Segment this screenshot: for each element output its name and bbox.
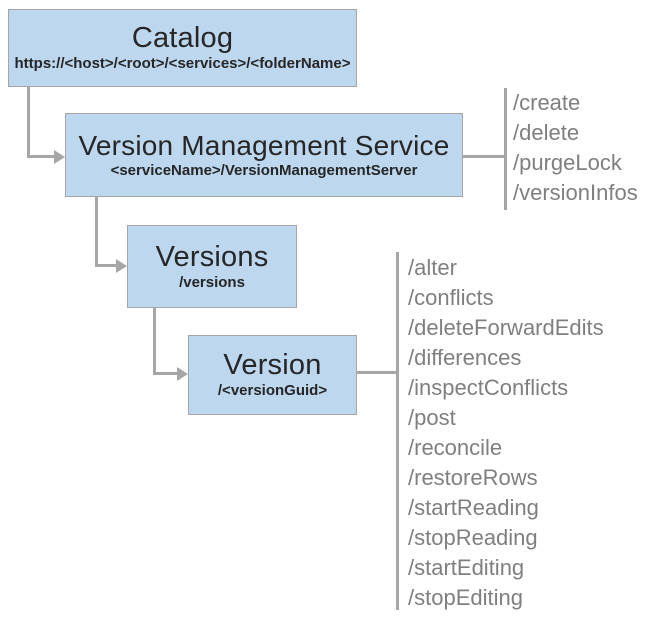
node-version-title: Version	[223, 349, 322, 382]
operation-item: /startEditing	[408, 555, 525, 580]
node-versions-url-pattern: /versions	[179, 273, 245, 291]
node-version-management-service: Version Management Service <serviceName>…	[65, 113, 463, 197]
connector-vms-to-operations	[463, 155, 505, 158]
operation-item: /differences	[408, 345, 522, 370]
operations-list-version: /alter /conflicts /deleteForwardEdits /d…	[408, 253, 604, 613]
operation-item: /alter	[408, 255, 457, 280]
operation-item: /deleteForwardEdits	[408, 315, 604, 340]
connector-version-to-operations	[356, 371, 398, 374]
operation-item: /restoreRows	[408, 465, 538, 490]
operation-item: /versionInfos	[513, 180, 638, 205]
operation-item: /stopReading	[408, 525, 538, 550]
node-version-management-service-url-pattern: <serviceName>/VersionManagementServer	[110, 161, 418, 179]
arrowhead-to-versions-icon	[116, 258, 127, 273]
node-catalog-title: Catalog	[131, 22, 234, 55]
connector-versions-to-version-horizontal	[153, 372, 177, 375]
operations-bracket-vms	[504, 88, 507, 210]
node-catalog: Catalog https://<host>/<root>/<services>…	[8, 9, 357, 87]
operation-item: /create	[513, 90, 581, 115]
operation-item: /purgeLock	[513, 150, 622, 175]
connector-vms-to-versions-horizontal	[95, 264, 116, 267]
node-version: Version /<versionGuid>	[188, 335, 357, 415]
connector-vms-to-versions-vertical	[95, 197, 98, 266]
operation-item: /inspectConflicts	[408, 375, 569, 400]
connector-versions-to-version-vertical	[153, 308, 156, 375]
operation-item: /post	[408, 405, 456, 430]
arrowhead-to-vms-icon	[54, 149, 65, 164]
operation-item: /stopEditing	[408, 585, 523, 610]
operation-item: /reconcile	[408, 435, 503, 460]
node-catalog-url-pattern: https://<host>/<root>/<services>/<folder…	[14, 55, 351, 73]
arrowhead-to-version-icon	[177, 366, 188, 381]
operation-item: /startReading	[408, 495, 539, 520]
operation-item: /delete	[513, 120, 580, 145]
node-versions: Versions /versions	[127, 225, 297, 308]
connector-catalog-to-vms-horizontal	[27, 155, 54, 158]
node-version-url-pattern: /<versionGuid>	[217, 382, 328, 400]
node-version-management-service-title: Version Management Service	[78, 129, 450, 161]
node-versions-title: Versions	[155, 240, 269, 273]
connector-catalog-to-vms-vertical	[27, 87, 30, 157]
operation-item: /conflicts	[408, 285, 494, 310]
operations-bracket-version	[396, 252, 399, 610]
operations-list-vms: /create /delete /purgeLock /versionInfos	[513, 88, 638, 208]
